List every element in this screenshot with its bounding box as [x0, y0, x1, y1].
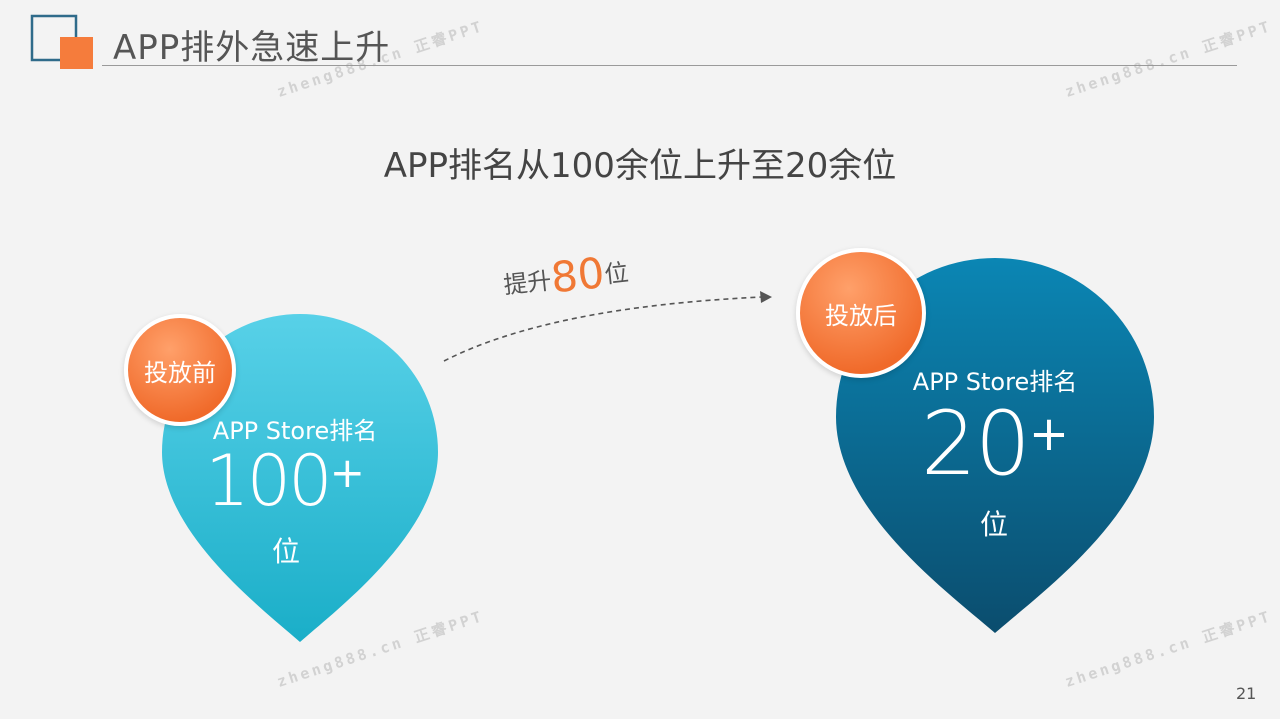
- after-badge: 投放后: [796, 248, 926, 378]
- after-rank-number: 20: [920, 392, 1031, 495]
- after-rank-plus: +: [1028, 406, 1070, 462]
- increase-prefix: 提升: [502, 266, 553, 300]
- after-rank-value: 20+: [900, 400, 1090, 488]
- dashed-arrow-icon: [443, 291, 772, 362]
- before-rank-unit: 位: [271, 535, 300, 568]
- logo-squares-icon: [30, 14, 93, 69]
- before-rank-label: APP Store排名: [212, 417, 378, 445]
- watermark: zheng888.cn 正睿PPT: [1062, 16, 1275, 101]
- after-rank-unit: 位: [979, 508, 1008, 541]
- increase-value: 80: [548, 248, 607, 303]
- after-drop-shape: [836, 257, 1154, 633]
- before-drop-shape: [162, 314, 438, 642]
- page-number: 21: [1236, 684, 1257, 703]
- headline: APP排名从100余位上升至20余位: [383, 146, 897, 186]
- increase-suffix: 位: [603, 258, 630, 289]
- title-divider: [102, 65, 1237, 66]
- before-badge: 投放前: [124, 314, 236, 426]
- before-rank-value: 100+: [190, 446, 380, 516]
- before-rank-plus: +: [329, 448, 365, 497]
- before-badge-label: 投放前: [144, 358, 216, 387]
- after-rank-label: APP Store排名: [912, 368, 1078, 396]
- after-badge-label: 投放后: [825, 301, 897, 330]
- before-rank-number: 100: [205, 440, 333, 522]
- slide-title: APP排外急速上升: [113, 28, 391, 68]
